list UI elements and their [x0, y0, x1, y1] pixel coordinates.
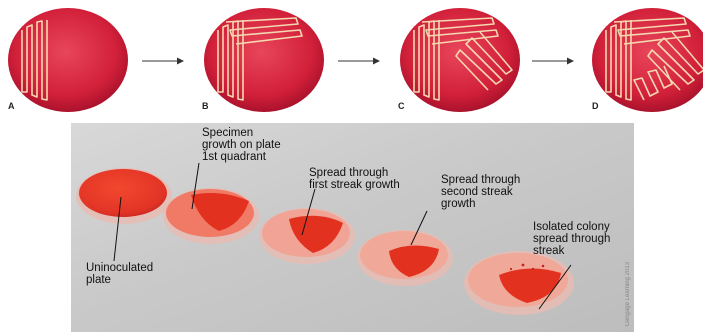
step-label-d: D	[592, 101, 599, 111]
photo-plate-uninoculated	[76, 168, 172, 224]
photo-credit: Cengage Learning 2013	[625, 262, 631, 326]
photo-plate-second-streak	[357, 230, 453, 286]
step-label-b: B	[202, 101, 209, 111]
photo-plate-specimen	[163, 188, 259, 244]
plate-step-b	[204, 8, 324, 112]
step-label-a: A	[8, 101, 15, 111]
plate-step-a	[8, 8, 128, 112]
step-label-c: C	[398, 101, 405, 111]
plate-step-c	[400, 8, 520, 112]
label-uninoculated: Uninoculated plate	[86, 262, 153, 286]
label-second-streak: Spread through second streak growth	[441, 174, 520, 210]
label-specimen: Specimen growth on plate 1st quadrant	[202, 127, 281, 163]
plates-photo: Uninoculated plate Specimen growth on pl…	[71, 123, 634, 332]
plate-step-d	[592, 8, 703, 112]
label-first-streak: Spread through first streak growth	[309, 167, 400, 191]
label-isolated: Isolated colony spread through streak	[533, 221, 610, 257]
